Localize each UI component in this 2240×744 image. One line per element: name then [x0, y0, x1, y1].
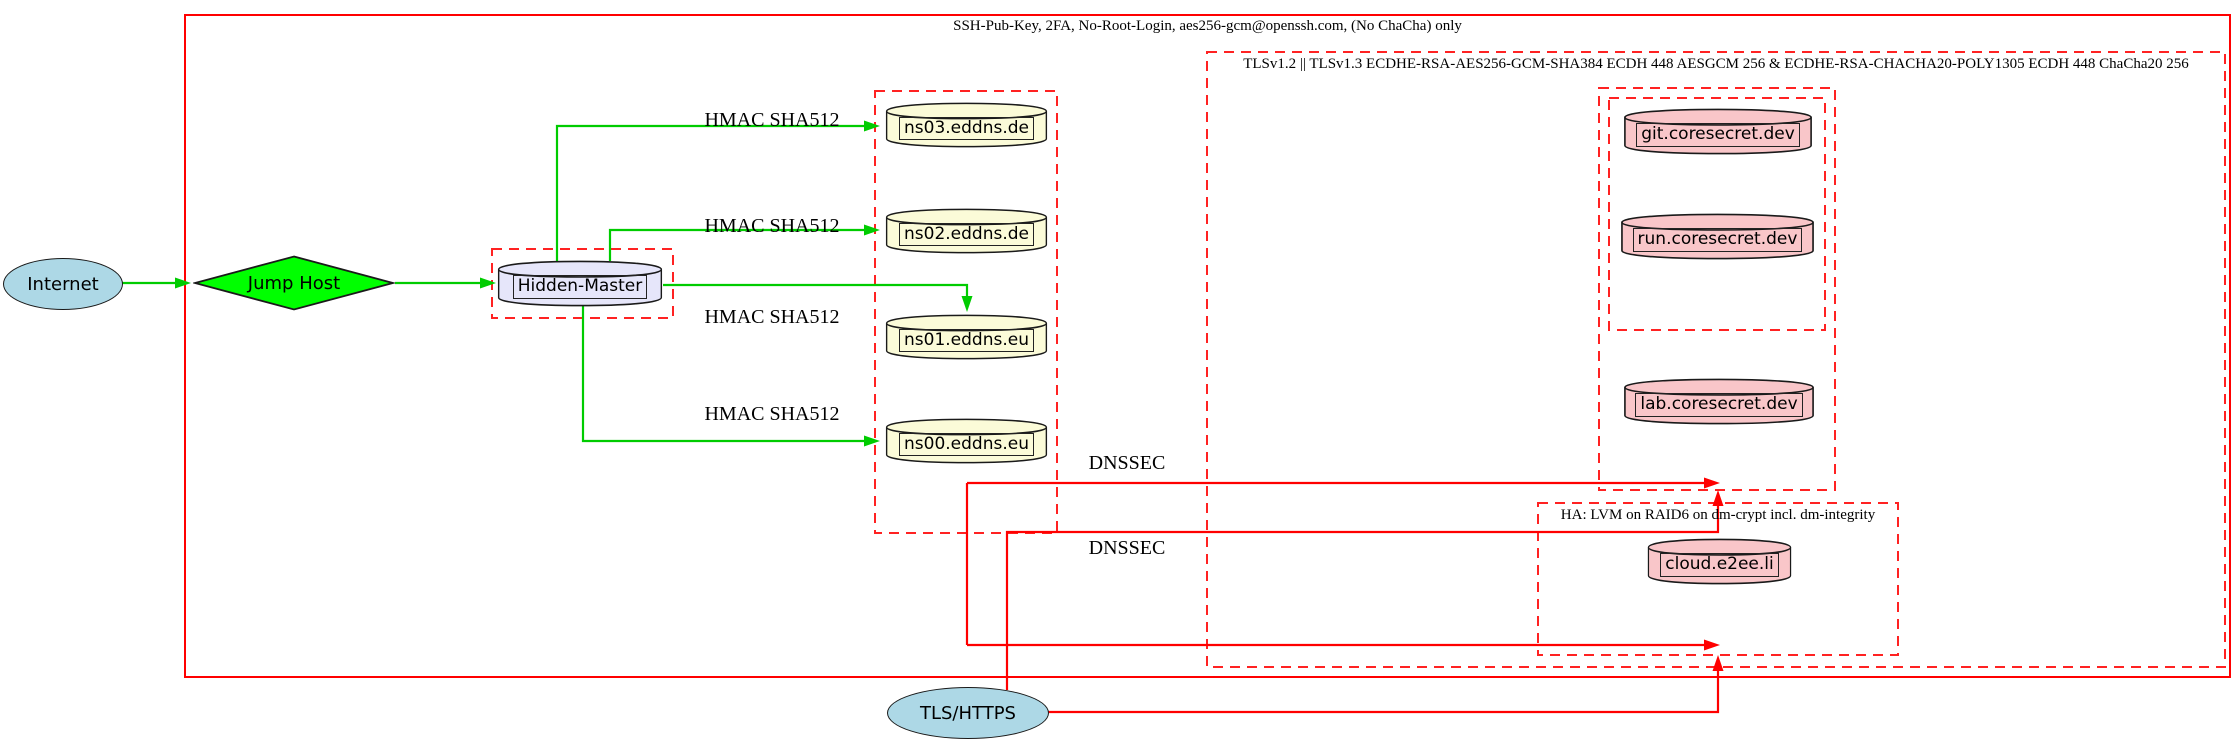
node-internet: Internet — [3, 258, 123, 310]
ssh-boundary-label: SSH-Pub-Key, 2FA, No-Root-Login, aes256-… — [953, 18, 1462, 34]
green-edges — [121, 124, 969, 443]
node-lab-coresecret: lab.coresecret.dev — [1623, 378, 1815, 425]
coresecret-cluster-box — [1598, 87, 1836, 491]
node-ns02: ns02.eddns.de — [885, 208, 1048, 254]
edge-label-dnssec-2: DNSSEC — [1088, 537, 1166, 559]
node-run-coresecret: run.coresecret.dev — [1620, 213, 1815, 260]
node-label: Internet — [27, 273, 99, 295]
edge-label-dnssec-1: DNSSEC — [1088, 452, 1166, 474]
node-git-coresecret: git.coresecret.dev — [1623, 108, 1813, 155]
cylinder-shape — [885, 314, 1048, 360]
green-arrowheads — [175, 120, 973, 447]
node-label: ns00.eddns.eu — [899, 432, 1034, 457]
ha-cluster-label: HA: LVM on RAID6 on dm-crypt incl. dm-in… — [1560, 507, 1876, 523]
edge-label-hmac-ns00: HMAC SHA512 — [704, 403, 840, 425]
node-tls-https: TLS/HTTPS — [887, 687, 1049, 739]
node-ns03: ns03.eddns.de — [885, 102, 1048, 148]
diamond-shape — [193, 255, 395, 311]
node-label: lab.coresecret.dev — [1635, 393, 1803, 417]
node-label: ns03.eddns.de — [899, 116, 1034, 141]
red-arrowheads — [1704, 477, 1724, 671]
node-ns00: ns00.eddns.eu — [885, 418, 1048, 464]
cylinder-shape — [885, 418, 1048, 464]
cylinder-shape — [1624, 378, 1814, 425]
node-label: Hidden-Master — [512, 275, 648, 299]
cylinder-shape — [1621, 213, 1814, 260]
node-label: Jump Host — [247, 272, 341, 294]
edge-label-hmac-ns02: HMAC SHA512 — [704, 215, 840, 237]
red-edges — [965, 481, 1720, 714]
node-label: run.coresecret.dev — [1632, 228, 1803, 252]
node-label: ns01.eddns.eu — [899, 328, 1034, 353]
ssh-boundary-box — [184, 14, 2231, 678]
cylinder-shape — [885, 208, 1048, 254]
cylinder-shape — [1647, 538, 1792, 585]
node-cloud-e2ee: cloud.e2ee.li — [1647, 538, 1792, 585]
node-hidden-master: Hidden-Master — [497, 260, 663, 307]
coresecret-inner-box — [1608, 97, 1826, 331]
edge-label-hmac-ns03: HMAC SHA512 — [704, 109, 840, 131]
node-label: ns02.eddns.de — [899, 222, 1034, 247]
cylinder-shape — [885, 102, 1048, 148]
tls-boundary-label: TLSv1.2 || TLSv1.3 ECDHE-RSA-AES256-GCM-… — [1243, 56, 2189, 72]
node-label: cloud.e2ee.li — [1660, 553, 1779, 577]
cylinder-shape — [497, 260, 663, 307]
node-label: TLS/HTTPS — [919, 702, 1016, 724]
cylinder-shape — [1624, 108, 1812, 155]
edge-label-hmac-ns01: HMAC SHA512 — [704, 306, 840, 328]
node-jump-host: Jump Host — [193, 255, 395, 311]
node-label: git.coresecret.dev — [1636, 123, 1800, 147]
node-ns01: ns01.eddns.eu — [885, 314, 1048, 360]
